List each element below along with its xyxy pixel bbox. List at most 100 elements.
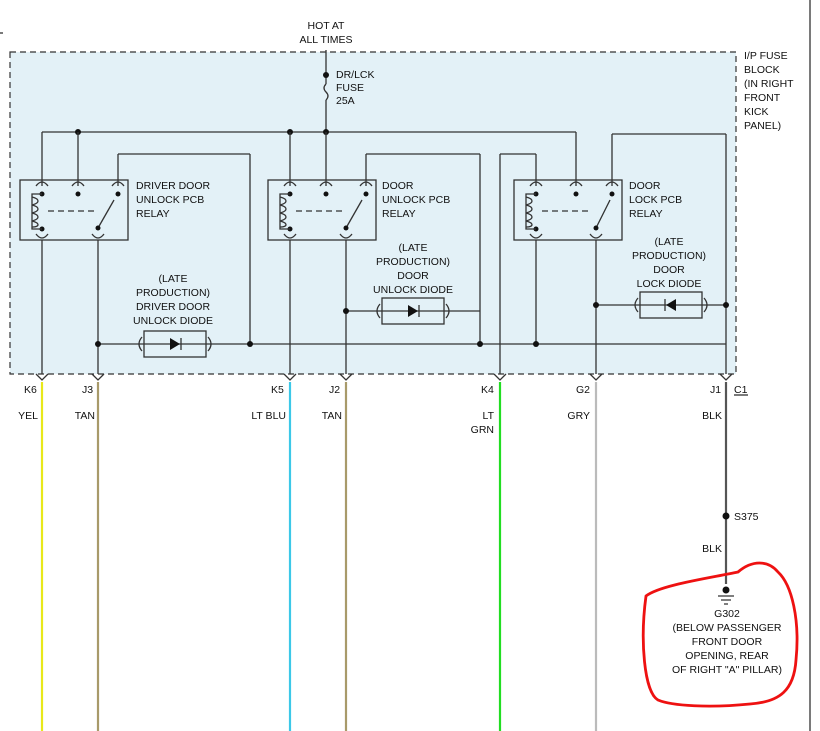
ground-location-line2: FRONT DOOR bbox=[692, 636, 763, 648]
wire-label-tan-j3: TAN bbox=[75, 410, 95, 422]
terminal-caps-bottom bbox=[283, 233, 353, 239]
pin-k4: K4 bbox=[481, 384, 494, 396]
relay-box bbox=[19, 179, 129, 241]
ground-location-line4: OF RIGHT "A" PILLAR) bbox=[672, 664, 782, 676]
wire-label-blk-lower: BLK bbox=[702, 543, 722, 555]
diode2-label-line1: (LATE bbox=[399, 242, 428, 254]
splice-node bbox=[722, 512, 730, 520]
connector-pin-caps bbox=[35, 373, 733, 381]
contact-node bbox=[363, 191, 369, 197]
terminal-caps bbox=[283, 181, 373, 187]
relay1-label-line2: UNLOCK PCB bbox=[136, 194, 204, 206]
switch-arm bbox=[97, 199, 115, 229]
splice-label: S375 bbox=[734, 511, 759, 523]
coil-symbol bbox=[525, 196, 533, 228]
switch-arm bbox=[345, 199, 363, 229]
coil-symbol bbox=[31, 196, 39, 228]
diode-connector-caps bbox=[376, 303, 450, 319]
relay-box bbox=[267, 179, 377, 241]
terminal-caps bbox=[35, 181, 125, 187]
contact-node bbox=[115, 191, 121, 197]
bus-node bbox=[533, 341, 539, 347]
relay2-label-line3: RELAY bbox=[382, 208, 416, 220]
contact-node bbox=[323, 191, 329, 197]
diode2-label-line2: PRODUCTION) bbox=[376, 256, 450, 268]
bus-node bbox=[477, 341, 483, 347]
diode3-label-line4: LOCK DIODE bbox=[637, 278, 702, 290]
pin-j2: J2 bbox=[329, 384, 340, 396]
ground-id: G302 bbox=[714, 608, 740, 620]
coil-symbol bbox=[279, 196, 287, 228]
diode2-label-line4: UNLOCK DIODE bbox=[373, 284, 453, 296]
ground-icon bbox=[718, 595, 734, 605]
connector-c1: K6 J3 K5 J2 K4 G2 J1 C1 bbox=[24, 373, 748, 396]
bus-node bbox=[593, 302, 599, 308]
ground-node bbox=[722, 586, 730, 594]
hot-label-line2: ALL TIMES bbox=[299, 34, 352, 46]
bus-node bbox=[343, 308, 349, 314]
block-label-line1: I/P FUSE bbox=[744, 50, 788, 62]
block-label-line3: (IN RIGHT bbox=[744, 78, 794, 90]
wire-label-yel: YEL bbox=[18, 410, 38, 422]
switch-pivot bbox=[593, 225, 599, 231]
relay3-label-line2: LOCK PCB bbox=[629, 194, 682, 206]
diode3-label-line1: (LATE bbox=[655, 236, 684, 248]
switch-pivot bbox=[95, 225, 101, 231]
wire-label-lt-blu: LT BLU bbox=[251, 410, 286, 422]
diode-box bbox=[381, 297, 445, 325]
coil-frame bbox=[525, 193, 536, 230]
relay-door-unlock bbox=[267, 132, 481, 374]
relay-driver-door-unlock bbox=[19, 132, 251, 374]
fuse-label-line3: 25A bbox=[336, 95, 355, 107]
diode-connector-caps bbox=[138, 336, 212, 352]
block-label-line6: PANEL) bbox=[744, 120, 781, 132]
fuse-label-line1: DR/LCK bbox=[336, 69, 375, 81]
diode-box bbox=[639, 291, 703, 319]
ground-location-line1: (BELOW PASSENGER bbox=[673, 622, 782, 634]
diode-door-unlock bbox=[376, 297, 450, 325]
contact-node bbox=[75, 191, 81, 197]
diode1-label-line3: DRIVER DOOR bbox=[136, 301, 211, 313]
highlight-circle bbox=[641, 561, 799, 708]
wire-label-grn: GRN bbox=[471, 424, 494, 436]
block-label-line4: FRONT bbox=[744, 92, 781, 104]
relay1-label-line1: DRIVER DOOR bbox=[136, 180, 211, 192]
diode1-label-line2: PRODUCTION) bbox=[136, 287, 210, 299]
relay2-label-line1: DOOR bbox=[382, 180, 414, 192]
diode1-label-line1: (LATE bbox=[159, 273, 188, 285]
pin-j1: J1 bbox=[710, 384, 721, 396]
wire-label-blk: BLK bbox=[702, 410, 722, 422]
relay2-label-line2: UNLOCK PCB bbox=[382, 194, 450, 206]
block-label-line2: BLOCK bbox=[744, 64, 780, 76]
relay-door-lock bbox=[499, 132, 727, 374]
bus-node bbox=[95, 341, 101, 347]
contact-node bbox=[573, 191, 579, 197]
pin-k6: K6 bbox=[24, 384, 37, 396]
fuse-symbol bbox=[323, 83, 329, 101]
contact-node bbox=[609, 191, 615, 197]
coil-frame bbox=[279, 193, 290, 230]
diode-symbol bbox=[666, 299, 676, 311]
feed-node bbox=[323, 72, 329, 78]
diode3-label-line2: PRODUCTION) bbox=[632, 250, 706, 262]
relay3-label-line1: DOOR bbox=[629, 180, 661, 192]
diode-driver-door-unlock bbox=[138, 330, 212, 358]
terminal-caps bbox=[529, 181, 619, 187]
pin-j3: J3 bbox=[82, 384, 93, 396]
block-label-line5: KICK bbox=[744, 106, 769, 118]
wire-label-gry: GRY bbox=[567, 410, 590, 422]
diode3-label-line3: DOOR bbox=[653, 264, 685, 276]
wire-label-lt: LT bbox=[483, 410, 495, 422]
fuse-label-line2: FUSE bbox=[336, 82, 364, 94]
diode-symbol bbox=[408, 305, 418, 317]
ground-location-line3: OPENING, REAR bbox=[685, 650, 769, 662]
switch-pivot bbox=[343, 225, 349, 231]
connector-name: C1 bbox=[734, 384, 748, 396]
hot-label-line1: HOT AT bbox=[308, 20, 346, 32]
relay1-label-line3: RELAY bbox=[136, 208, 170, 220]
fuse-block-enclosure bbox=[9, 51, 737, 375]
switch-arm bbox=[595, 199, 611, 229]
terminal-caps-bottom bbox=[529, 233, 603, 239]
